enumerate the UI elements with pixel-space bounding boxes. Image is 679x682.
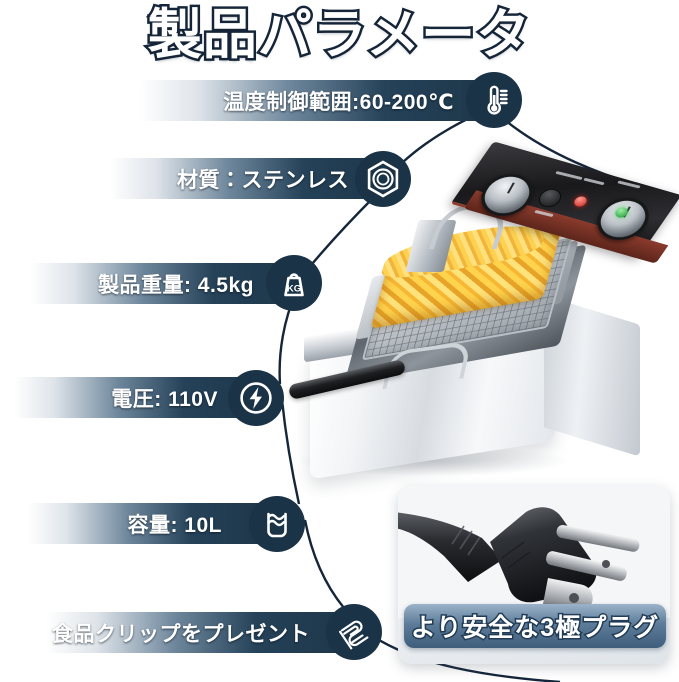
spec-bar-material: 材質：ステンレス <box>110 158 395 199</box>
plug-inset-caption: より安全な3極プラグ <box>409 613 660 644</box>
spec-label-temperature-range: 温度制御範囲:60-200℃ <box>223 90 454 114</box>
spec-bar-bonus-food-clip: 食品クリップをプレゼント <box>46 612 356 653</box>
spec-bar-product-weight: 製品重量: 4.5kg <box>30 263 300 304</box>
spec-label-capacity: 容量: 10L <box>127 513 222 537</box>
spec-label-voltage: 電圧: 110V <box>111 387 218 411</box>
spec-label-material: 材質：ステンレス <box>177 168 349 192</box>
product-image <box>287 141 679 490</box>
spec-bar-voltage: 電圧: 110V <box>14 377 264 418</box>
plug-inset-caption-bar: より安全な3極プラグ <box>404 604 666 648</box>
spec-bar-capacity: 容量: 10L <box>28 503 268 544</box>
weight-kg-icon: KG <box>266 255 322 311</box>
thermometer-icon <box>466 72 522 128</box>
spec-label-bonus-food-clip: 食品クリップをプレゼント <box>52 622 310 646</box>
hex-nut-icon <box>355 151 411 207</box>
spec-bar-temperature-range: 温度制御範囲:60-200℃ <box>140 80 500 121</box>
three-prong-plug-image <box>398 486 670 618</box>
spec-label-product-weight: 製品重量: 4.5kg <box>97 273 254 297</box>
svg-text:KG: KG <box>287 284 301 295</box>
page-title: 製品パラメータ <box>145 3 532 68</box>
lightning-bolt-icon <box>228 370 284 426</box>
food-tongs-icon <box>326 604 382 660</box>
oil-tank-icon <box>249 496 305 552</box>
